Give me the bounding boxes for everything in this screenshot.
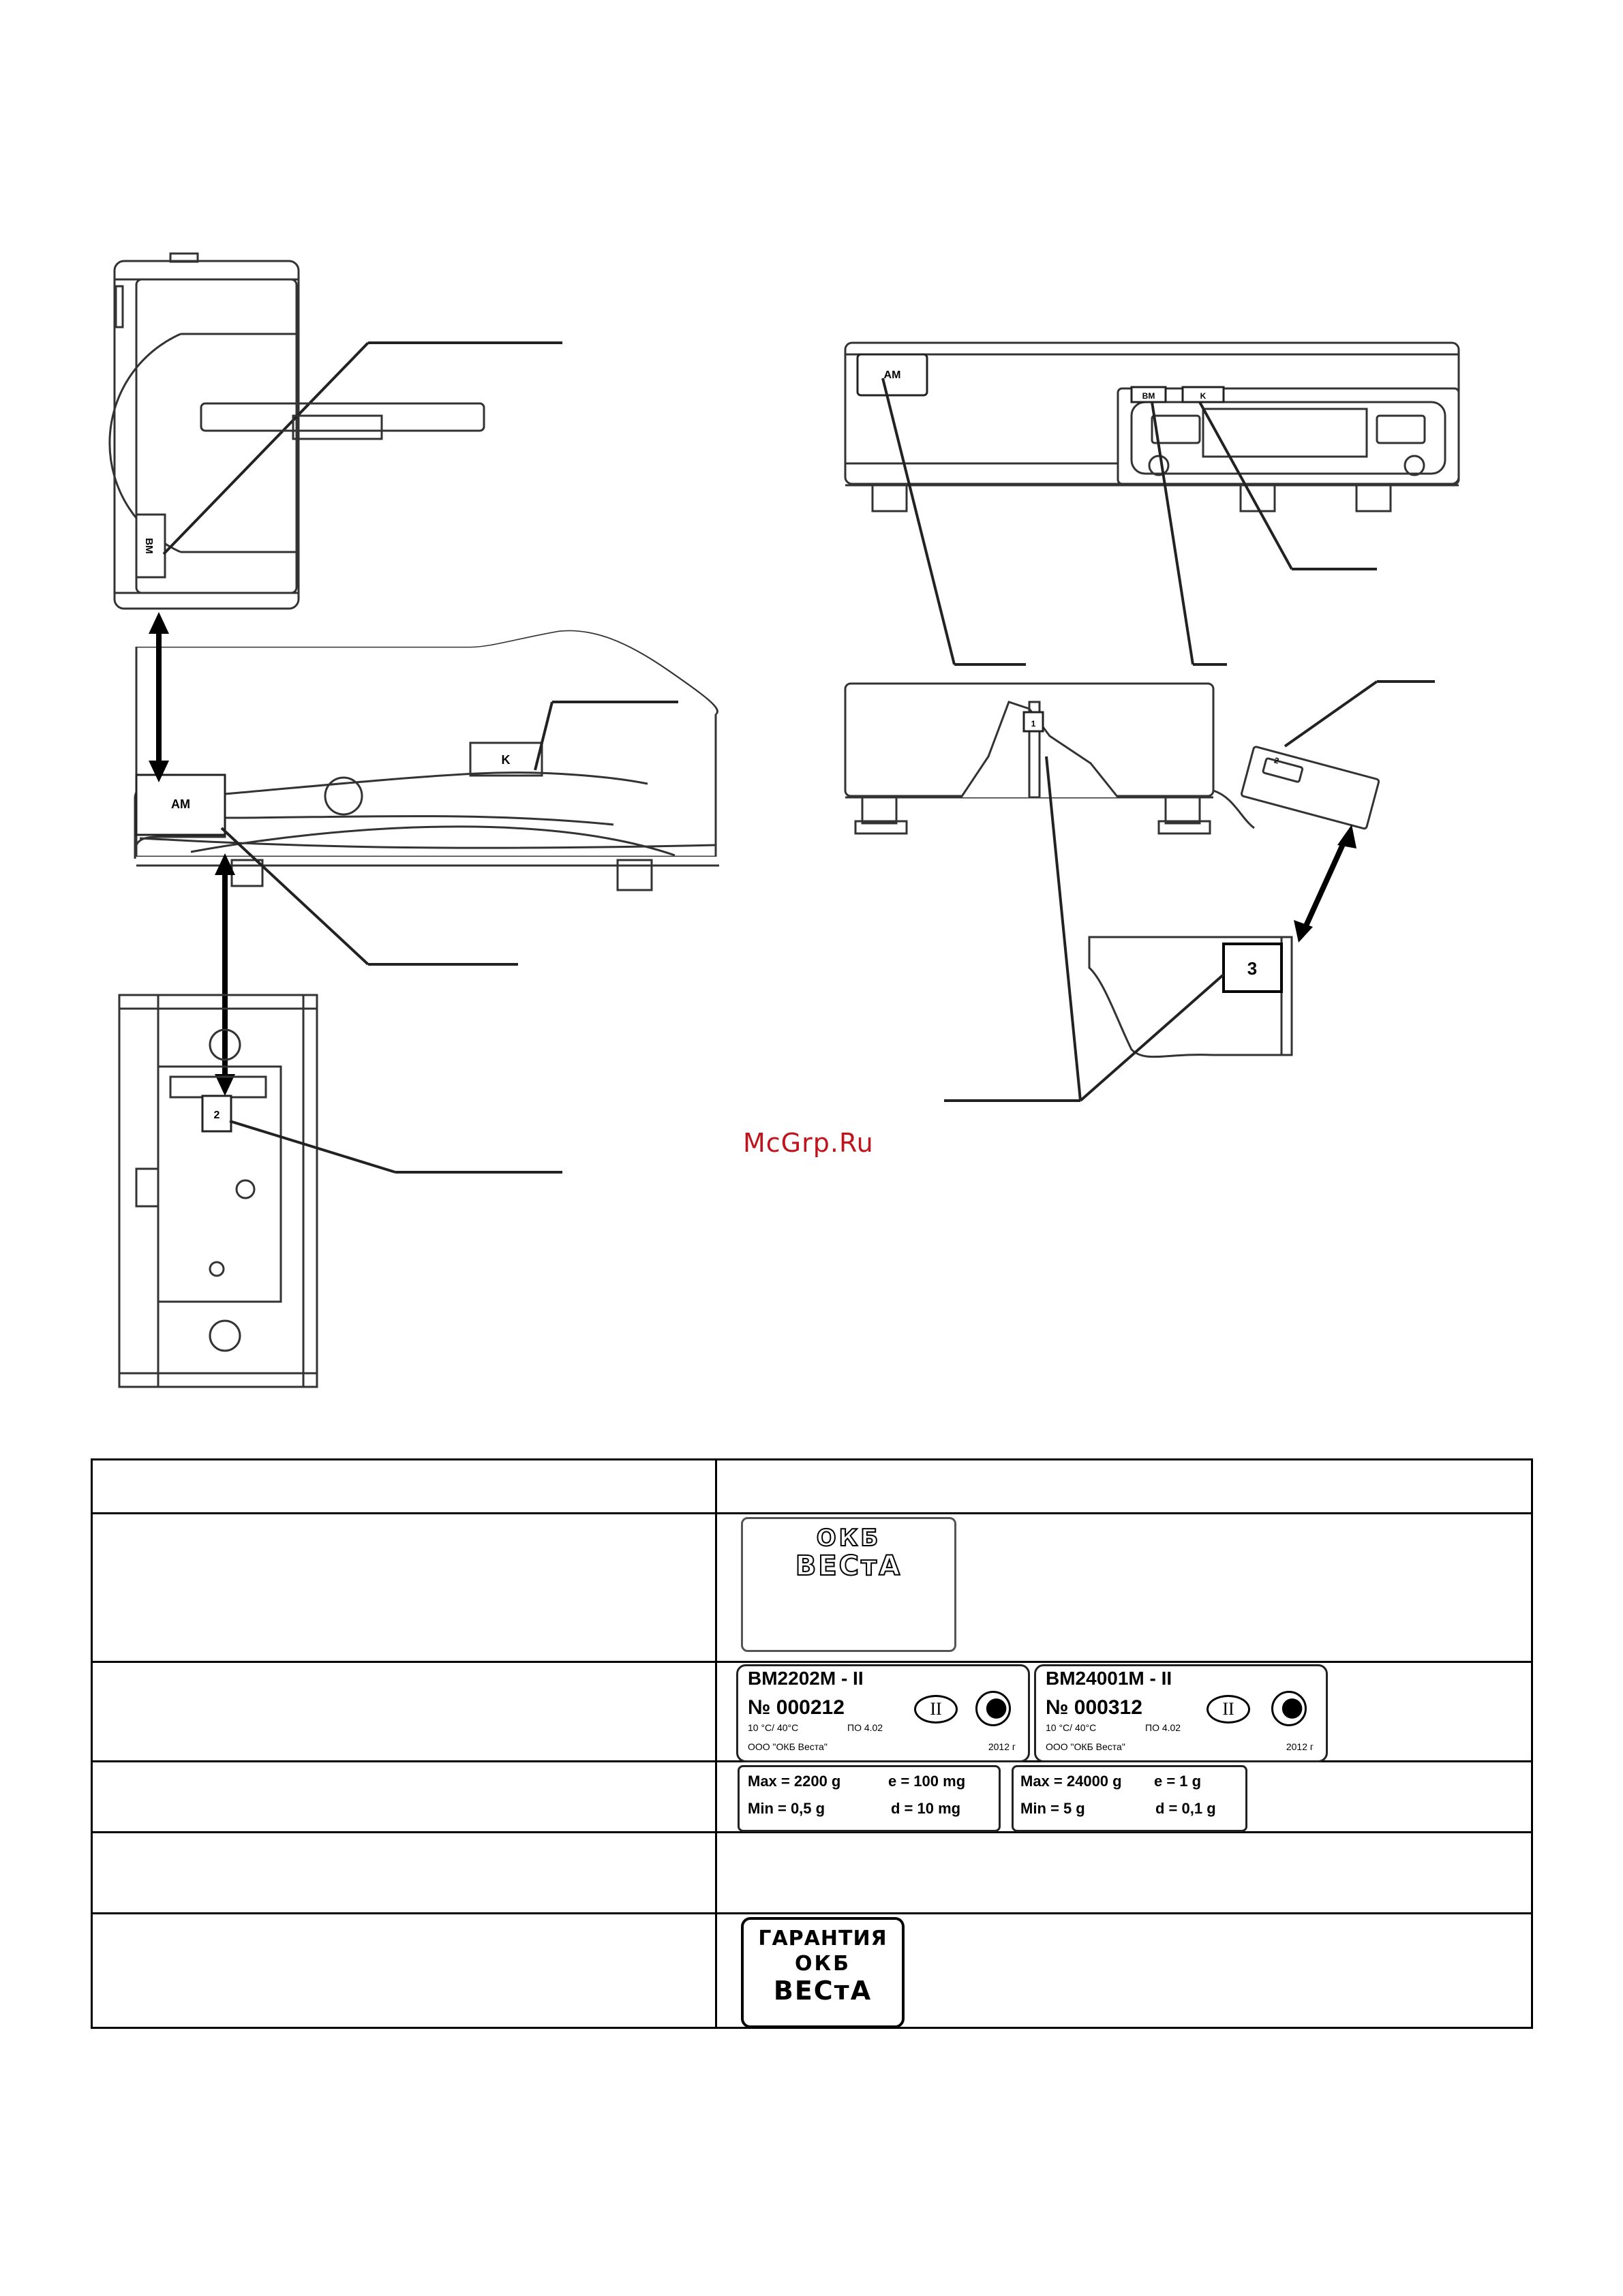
table-cell-label: [91, 1831, 717, 1914]
table-row-warranty: ГАРАНТИЯ ОКБ ВЕСтА: [91, 1912, 1533, 2029]
max-load: Max = 2200 g: [748, 1773, 841, 1790]
section-badge-box: [1022, 711, 1044, 733]
table-row-limits: Max = 2200 g e = 100 mg Min = 0,5 g d = …: [91, 1760, 1533, 1833]
section-view: [844, 682, 1255, 835]
verification-interval: e = 100 mg: [888, 1773, 966, 1790]
leader-detail: [1079, 973, 1225, 1102]
table-cell-label: [91, 1512, 717, 1663]
detail-badge-box: [1222, 943, 1283, 993]
front-view-k-box: [1181, 386, 1225, 403]
warranty-okb: ОКБ: [795, 1952, 851, 1976]
front-view: [844, 341, 1460, 512]
table-cell-plate: [715, 1831, 1533, 1914]
temperature-range: 10 °C/ 40°C: [748, 1722, 799, 1733]
table-cell-plate: ОКБ ВЕСтА: [715, 1512, 1533, 1663]
leader-tab: [1284, 680, 1378, 748]
detail-badge-label: 3: [1247, 958, 1257, 979]
leader-front-bm: [1151, 401, 1194, 665]
certification-mark-icon: [975, 1691, 1011, 1726]
warranty-title: ГАРАНТИЯ: [758, 1927, 888, 1950]
accuracy-class-mark: II: [1207, 1695, 1250, 1724]
leader-side-am: [220, 827, 369, 966]
firmware-version: ПО 4.02: [847, 1722, 883, 1733]
nameplate-table: ОКБ ВЕСтА BM2202M - II № 000212 II 10 °C…: [91, 1458, 1533, 2029]
bottom-view: [118, 994, 318, 1388]
leader-top-view: [162, 341, 369, 555]
table-row-empty: [91, 1831, 1533, 1914]
front-view-bm-label: BM: [1142, 391, 1155, 401]
accuracy-class-mark: II: [914, 1695, 958, 1724]
manufacture-year: 2012 г: [1286, 1741, 1314, 1752]
serial-number: № 000212: [748, 1696, 845, 1719]
bottom-view-badge-label: 2: [214, 1109, 220, 1121]
table-cell-label: [91, 1661, 717, 1762]
verification-interval: e = 1 g: [1154, 1773, 1202, 1790]
top-view-badge-box: [135, 513, 166, 579]
firmware-version: ПО 4.02: [1145, 1722, 1181, 1733]
manufacturer: ООО "ОКБ Веста": [748, 1741, 828, 1752]
limits-plate-1: Max = 2200 g e = 100 mg Min = 0,5 g d = …: [738, 1765, 1001, 1832]
table-cell-plate: Max = 2200 g e = 100 mg Min = 0,5 g d = …: [715, 1760, 1533, 1833]
min-load: Min = 5 g: [1020, 1800, 1085, 1817]
leader-side-k: [534, 701, 553, 771]
front-view-bm-box: [1130, 386, 1167, 403]
min-load: Min = 0,5 g: [748, 1800, 825, 1817]
table-header-cell-1: [91, 1458, 717, 1514]
display-tab-label: 2: [1273, 755, 1280, 765]
front-view-am-label: AM: [884, 369, 901, 381]
bottom-view-badge-box: [201, 1095, 232, 1133]
leader-bottom: [229, 1120, 396, 1174]
front-view-am-box: [856, 353, 928, 397]
arrow-tab-to-detail: [1301, 836, 1349, 932]
logo-line-vesta: ВЕСтА: [795, 1550, 902, 1582]
table-cell-label: [91, 1760, 717, 1833]
warranty-vesta: ВЕСтА: [773, 1976, 873, 2006]
leader-section-1: [1045, 756, 1082, 1101]
model-name: BM24001M - II: [1046, 1668, 1172, 1689]
certification-mark-icon: [1271, 1691, 1307, 1726]
leader-front-k: [1198, 401, 1293, 570]
leader-front-am: [881, 378, 956, 665]
temperature-range: 10 °C/ 40°C: [1046, 1722, 1097, 1733]
front-view-k-label: K: [1200, 391, 1207, 401]
model-plate-1: BM2202M - II № 000212 II 10 °C/ 40°C ПО …: [736, 1664, 1030, 1762]
warranty-seal: ГАРАНТИЯ ОКБ ВЕСтА: [741, 1917, 905, 2028]
watermark-text: McGrp.Ru: [743, 1128, 874, 1158]
table-header-cell-2: [715, 1458, 1533, 1514]
logo-line-okb: ОКБ: [816, 1524, 881, 1552]
table-cell-plate: BM2202M - II № 000212 II 10 °C/ 40°C ПО …: [715, 1661, 1533, 1762]
table-cell-plate: ГАРАНТИЯ ОКБ ВЕСтА: [715, 1912, 1533, 2029]
manufacturer: ООО "ОКБ Веста": [1046, 1741, 1125, 1752]
serial-number: № 000312: [1046, 1696, 1142, 1719]
side-view: [134, 402, 719, 891]
table-header-row: [91, 1458, 1533, 1514]
side-view-am-box: [135, 774, 226, 836]
limits-plate-2: Max = 24000 g e = 1 g Min = 5 g d = 0,1 …: [1012, 1765, 1247, 1832]
section-badge-label: 1: [1031, 719, 1036, 729]
manufacture-year: 2012 г: [988, 1741, 1016, 1752]
side-view-am-label: AM: [171, 797, 190, 811]
max-load: Max = 24000 g: [1020, 1773, 1122, 1790]
logo-plate: ОКБ ВЕСтА: [741, 1517, 956, 1652]
model-plate-2: BM24001M - II № 000312 II 10 °C/ 40°C ПО…: [1034, 1664, 1328, 1762]
table-row-model: BM2202M - II № 000212 II 10 °C/ 40°C ПО …: [91, 1661, 1533, 1762]
scale-interval: d = 10 mg: [891, 1800, 961, 1817]
scale-drawing: BM AM K 2 AM BM K 1 2 3: [108, 252, 1460, 1388]
table-cell-label: [91, 1912, 717, 2029]
side-view-k-label: K: [502, 753, 511, 767]
top-view-badge-label: BM: [143, 538, 155, 553]
model-name: BM2202M - II: [748, 1668, 864, 1689]
table-row-logo: ОКБ ВЕСтА: [91, 1512, 1533, 1663]
display-tab: [1240, 746, 1380, 830]
scale-interval: d = 0,1 g: [1155, 1800, 1216, 1817]
